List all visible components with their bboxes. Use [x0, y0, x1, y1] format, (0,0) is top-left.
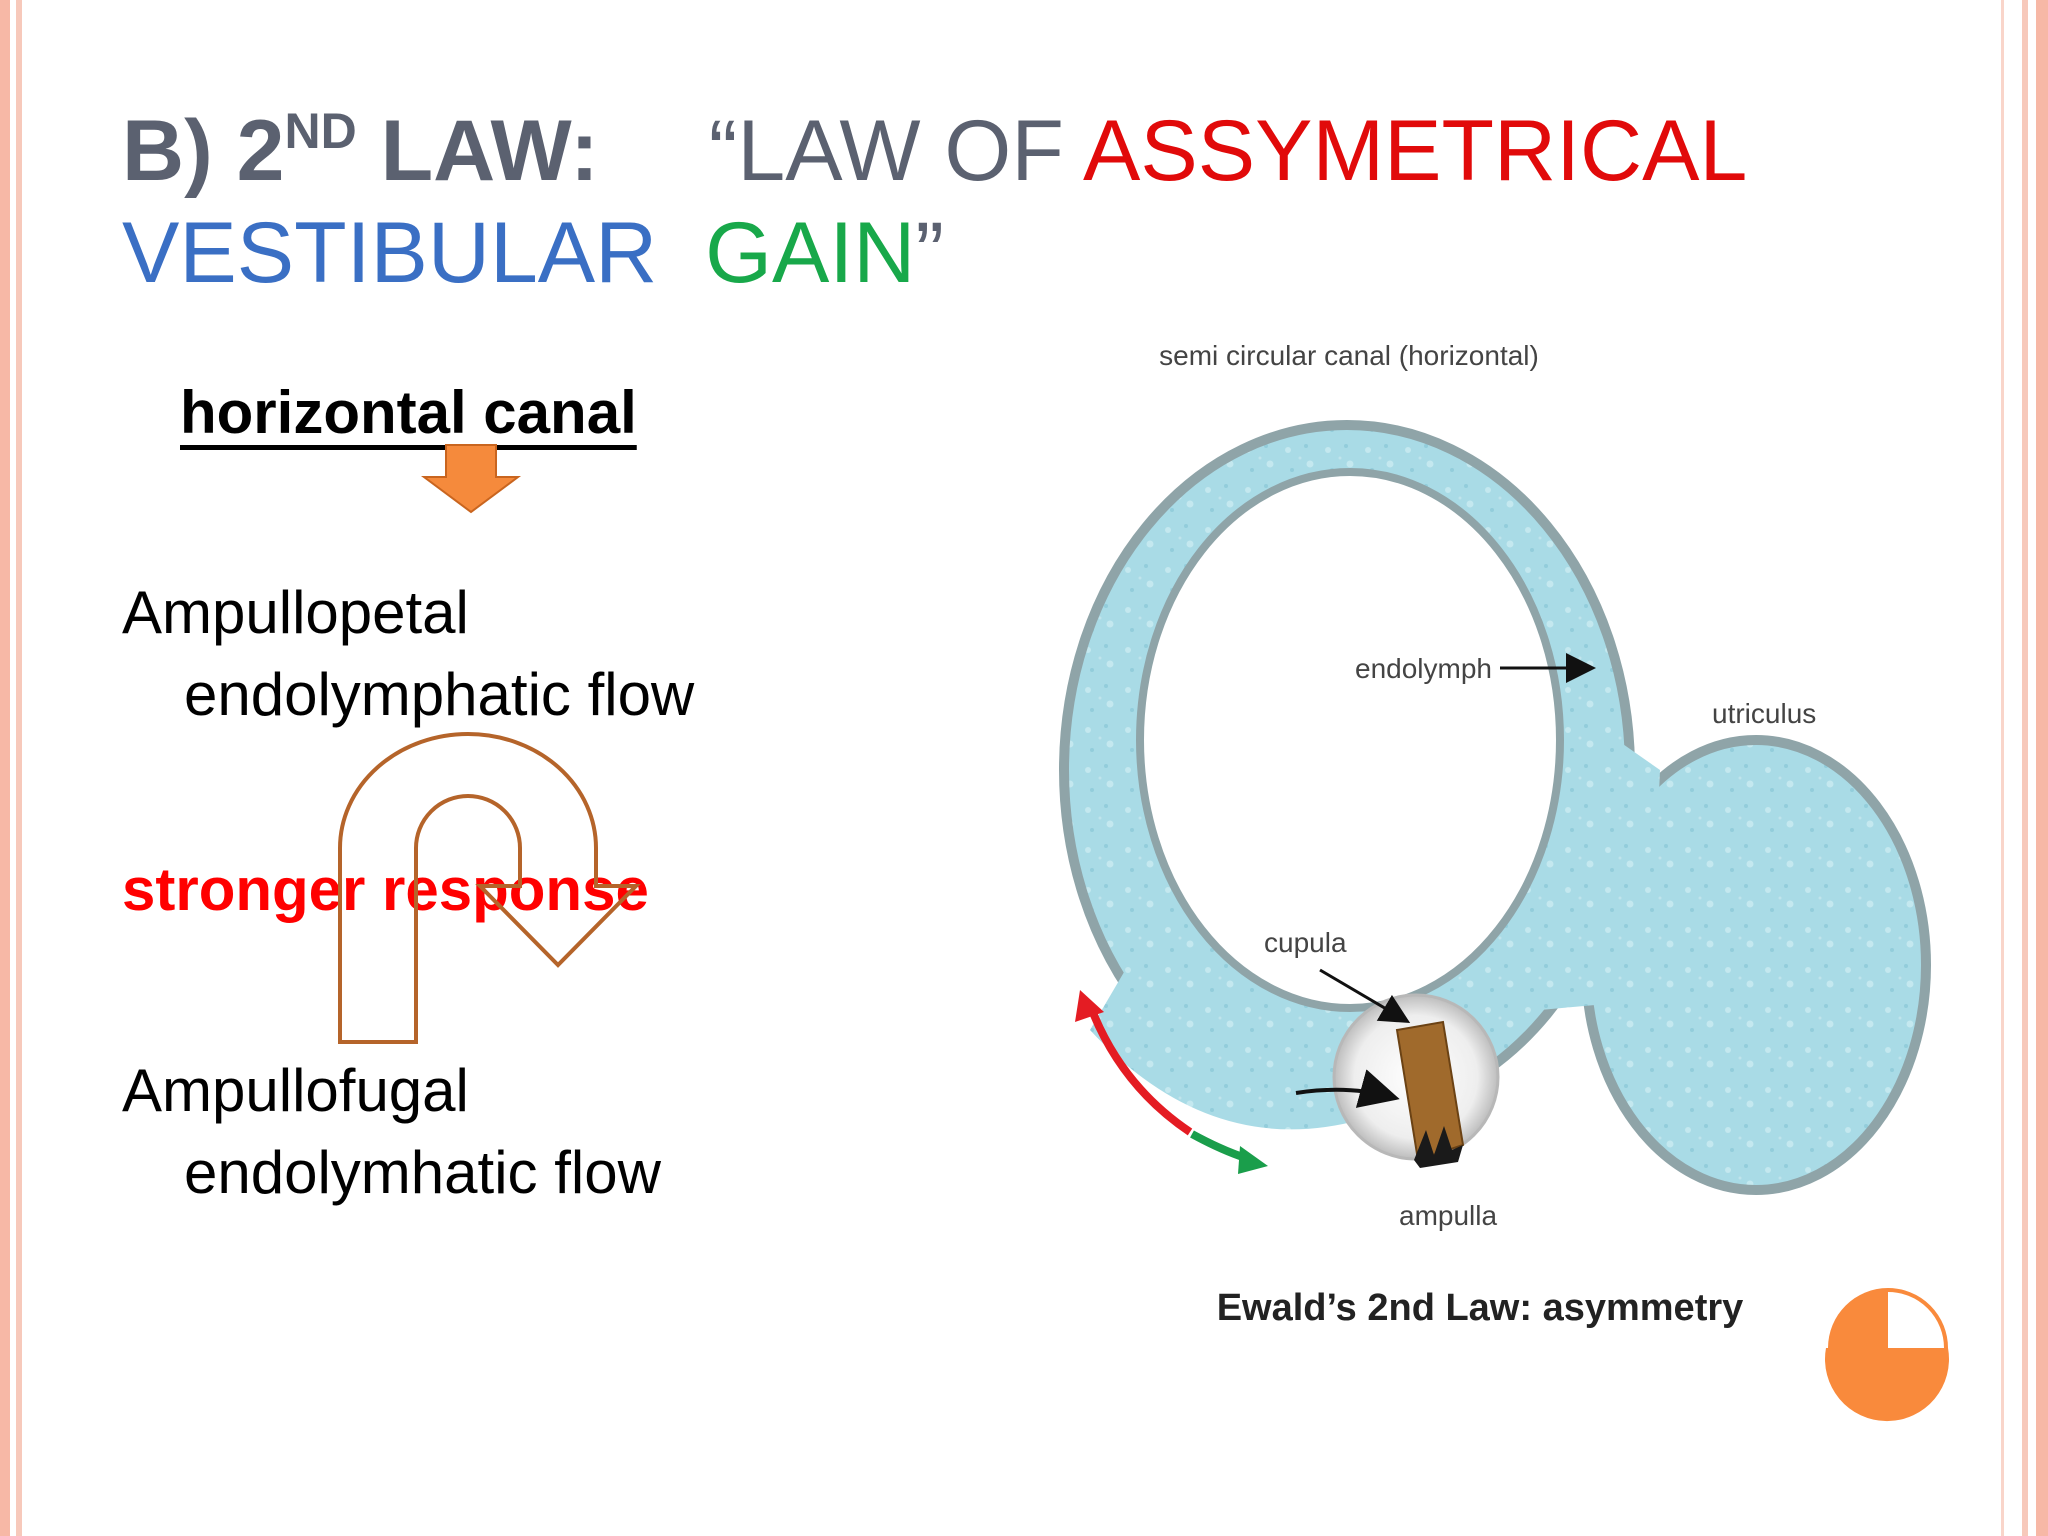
red-direction-arrow [1086, 1003, 1193, 1136]
title-vestibular: VESTIBULAR [122, 205, 658, 301]
ampullopetal-line-2: endolymphatic flow [184, 661, 695, 728]
flow-arrow [1295, 1069, 1400, 1108]
ampullofugal-line-1: Ampullofugal [122, 1057, 469, 1124]
cupula-hair-cells [1414, 1126, 1463, 1168]
left-border-stripe [0, 0, 10, 1536]
title-line-2: VESTIBULAR GAIN” [122, 202, 1747, 304]
right-border-stripe-inner [2022, 0, 2028, 1536]
left-border-stripe-inner [16, 0, 22, 1536]
title-prefix: B) 2 [122, 103, 285, 199]
canal-inner-hole [1136, 468, 1564, 1012]
title-law-of: “LAW OF [708, 103, 1084, 199]
cupula-label: cupula [1264, 927, 1347, 958]
ampullopetal-label: Ampullopetal endolymphatic flow [122, 572, 694, 736]
title-gain: GAIN [705, 205, 916, 301]
stronger-response-label: stronger response [122, 856, 649, 923]
canal-utriculus-connector [1540, 700, 1660, 1010]
utriculus-label: utriculus [1712, 698, 1816, 729]
ampullofugal-line-2: endolymhatic flow [184, 1139, 661, 1206]
ampulla-label: ampulla [1399, 1200, 1497, 1231]
ampullopetal-line-1: Ampullopetal [122, 579, 469, 646]
title-superscript: ND [284, 103, 357, 159]
u-turn-arrow-icon [338, 732, 641, 1044]
right-border-stripe [2036, 0, 2048, 1536]
ampullofugal-label: Ampullofugal endolymhatic flow [122, 1050, 661, 1214]
canal-diagram: semi circular canal (horizontal) endolym… [1059, 340, 1931, 1329]
diagram-caption: Ewald’s 2nd Law: asymmetry [1217, 1287, 1744, 1329]
canal-lower-duct [1090, 945, 1360, 1130]
cupula-pointer [1319, 968, 1411, 1024]
right-border-line [2001, 0, 2004, 1536]
title-assymetrical: ASSYMETRICAL [1083, 103, 1748, 199]
title-line-1: B) 2ND LAW: “LAW OF ASSYMETRICAL [122, 100, 1747, 202]
horizontal-canal-heading: horizontal canal [180, 379, 637, 446]
title-law-word: LAW: [356, 103, 599, 199]
slide-title: B) 2ND LAW: “LAW OF ASSYMETRICAL VESTIBUL… [122, 100, 1747, 304]
canal-label: semi circular canal (horizontal) [1159, 340, 1539, 371]
endolymph-label: endolymph [1355, 653, 1492, 684]
corner-decoration [1824, 1286, 1950, 1422]
down-arrow-icon [420, 444, 522, 514]
title-quote-close: ” [915, 205, 944, 301]
